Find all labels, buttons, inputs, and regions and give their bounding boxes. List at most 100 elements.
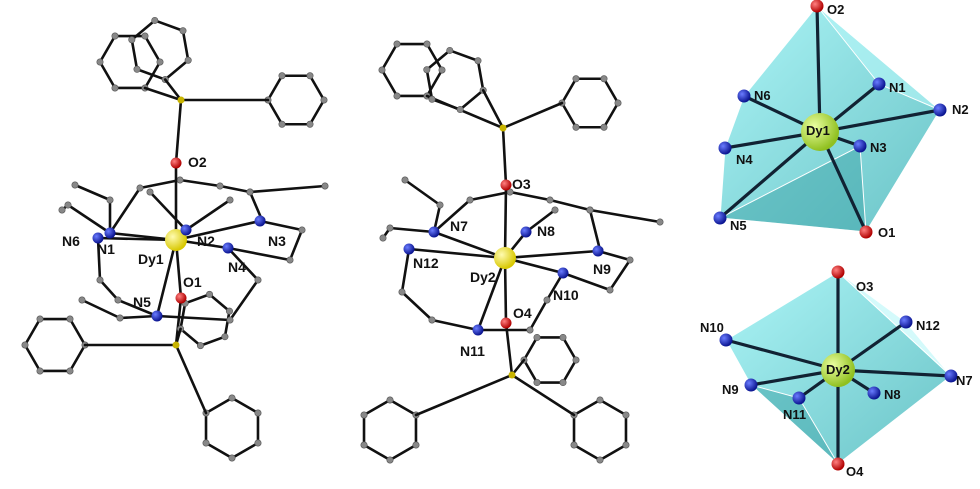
dy-bond [503,183,508,260]
bond [588,208,602,252]
phenyl-bond [163,58,190,81]
phenyl-bond [68,317,87,347]
carbon-atom [570,441,578,449]
atom-o1 [175,292,187,304]
carbon-atom [572,356,580,364]
carbon-atom [111,84,119,92]
poly-label-o2: O2 [827,2,844,17]
phenyl-bond [362,398,392,417]
atom-n7 [428,226,440,238]
poly-label-n12: N12 [916,318,940,333]
label-o3: O3 [512,176,531,192]
phosphorus-atom [177,96,185,104]
carbon-atom [306,72,314,80]
polyhedron-face [816,5,941,111]
phenyl-bond [183,293,211,305]
phenyl-bond [425,49,452,72]
phenyl-bond [204,441,234,460]
carbon-atom [278,72,286,80]
bond [178,178,222,188]
dy-bond [174,219,262,242]
phenyl-bond [223,309,231,339]
carbon-atom [133,65,141,73]
carbon-atom [136,184,144,192]
bond [98,278,120,302]
poly-label-n5: N5 [730,218,747,233]
carbon-atom [393,92,401,100]
phenyl-bond [522,336,539,362]
carbon-atom [184,56,192,64]
bond [548,198,592,212]
carbon-atom [474,57,482,65]
bond [138,178,182,190]
carbon-atom [226,316,234,324]
carbon-atom [551,206,559,214]
bond [248,190,264,222]
bond [258,219,304,232]
bond [588,208,662,224]
carbon-atom [246,188,254,196]
phenyl-bond [362,443,392,462]
phenyl-bond [130,19,157,42]
label-n11: N11 [460,343,485,359]
bond [430,318,480,332]
phenyl-bond [522,358,539,384]
label-n3: N3 [268,233,286,249]
atom-n8 [520,226,532,238]
phenyl-bond [208,293,231,313]
carbon-atom [559,333,567,341]
phenyl-bond [476,59,485,92]
bond [596,249,632,262]
carbon-atom [254,276,262,284]
phenyl-bond [448,49,480,63]
atom-n9 [592,245,604,257]
label-n9: N9 [593,261,611,277]
label-n2: N2 [197,233,215,249]
atom-n4 [222,242,234,254]
label-n7: N7 [450,218,468,234]
phenyl-bond [602,101,620,129]
p-o-bond [174,296,183,347]
label-o1: O1 [183,274,202,290]
bond [400,290,434,322]
poly-label-n7: N7 [956,373,973,388]
bond [248,184,327,194]
phenyl-bond [572,398,602,417]
bond [116,298,159,318]
p-o-bond [501,126,508,187]
carbon-atom [151,16,159,24]
label-n4: N4 [228,259,246,275]
phenyl-bond [598,443,628,462]
poly-atom-dy1 [801,113,839,151]
carbon-atom [533,379,541,387]
poly-atom-n4 [718,141,732,155]
poly-atom-n2 [933,103,947,117]
poly-atom-o2 [810,0,824,13]
p-c-bond [163,78,183,102]
poly-label-dy2: Dy2 [826,362,850,377]
dy-bond [818,108,942,134]
poly-atom-n11 [792,391,806,405]
bond [66,203,112,235]
dy-bond [815,4,822,134]
carbon-atom [116,314,124,322]
bond [400,247,411,294]
phenyl-bond [308,74,326,102]
dy-bond [836,368,953,378]
atom-o2 [170,157,182,169]
phenyl-bond [68,343,87,373]
carbon-atom [96,276,104,284]
phenyl-bond [561,358,578,384]
bond [432,198,472,234]
p-c-bond [481,88,505,130]
carbon-atom [596,456,604,464]
carbon-skeleton [21,16,664,464]
carbon-atom [614,99,622,107]
bond [524,208,557,234]
carbon-atom [254,409,262,417]
bond [118,314,159,320]
phenyl-bond [199,335,227,347]
carbon-atom [596,396,604,404]
poly-label-dy1: Dy1 [806,123,830,138]
